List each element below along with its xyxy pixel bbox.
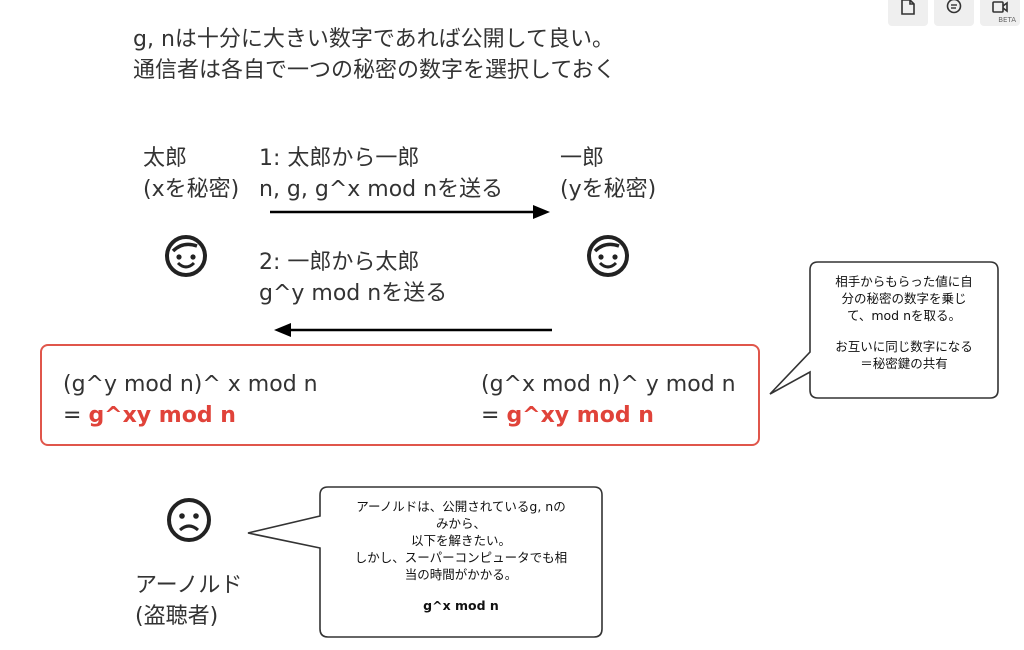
note-top-line: 相手からもらった値に自 (835, 274, 973, 289)
note-top-line: ＝秘密鍵の共有 (860, 356, 948, 371)
smile-face-icon (165, 235, 207, 277)
taro-label: 太郎 (xを秘密) (143, 143, 239, 205)
intro-line-2: 通信者は各自で一つの秘密の数字を選択しておく (133, 58, 616, 83)
note-bottom-text: アーノルドは、公開されているg, nの みから、 以下を解きたい。 しかし、スー… (322, 498, 600, 614)
note-bottom-line: しかし、スーパーコンピュータでも相 (354, 550, 568, 565)
step1-text: 1: 太郎から一郎 n, g, g^x mod nを送る (259, 143, 503, 205)
comment-icon (946, 0, 962, 14)
note-bottom-line: アーノルドは、公開されているg, nの (356, 499, 566, 514)
result-left-line2: = g^xy mod n (63, 400, 318, 431)
intro-text: g, nは十分に大きい数字であれば公開して良い。 通信者は各自で一つの秘密の数字… (133, 24, 616, 86)
result-left-value: g^xy mod n (88, 403, 236, 428)
step2-body: g^y mod nを送る (259, 281, 448, 306)
step2-text: 2: 一郎から太郎 g^y mod nを送る (259, 247, 447, 309)
video-icon (992, 1, 1008, 13)
note-top-line: 分の秘密の数字を乗じ (841, 291, 967, 306)
result-right-expr: (g^x mod n)^ y mod n (481, 372, 736, 397)
page-icon (901, 0, 915, 15)
arnold-role: (盗聴者) (135, 604, 219, 629)
arrow-right (270, 205, 550, 219)
beta-badge: BETA (998, 16, 1016, 24)
sad-face-icon (167, 498, 211, 542)
result-right-line2: = g^xy mod n (481, 400, 736, 431)
ichiro-secret: (yを秘密) (560, 177, 657, 202)
note-top-bubble (769, 261, 999, 399)
note-bottom-bubble (247, 486, 603, 638)
arnold-label: アーノルド (盗聴者) (135, 570, 242, 632)
result-box (40, 344, 760, 446)
step2-title: 2: 一郎から太郎 (259, 250, 420, 275)
arrow-left (274, 323, 552, 337)
result-left-eq: = (63, 403, 89, 428)
arnold-name: アーノルド (135, 573, 243, 598)
toolbar: BETA (888, 0, 1020, 26)
comment-button[interactable] (934, 0, 974, 26)
step1-title: 1: 太郎から一郎 (259, 146, 420, 171)
result-right: (g^x mod n)^ y mod n = g^xy mod n (481, 369, 736, 431)
note-top-line (812, 324, 996, 338)
result-left-expr: (g^y mod n)^ x mod n (63, 372, 318, 397)
note-bottom-line: みから、 (435, 516, 486, 531)
note-top-line: て、mod nを取る。 (846, 308, 962, 323)
taro-name: 太郎 (143, 146, 188, 171)
smile-face-icon (587, 235, 629, 277)
note-top-text: 相手からもらった値に自 分の秘密の数字を乗じ て、mod nを取る。 お互いに同… (812, 273, 996, 372)
page-button[interactable] (888, 0, 928, 26)
result-right-value: g^xy mod n (506, 403, 654, 428)
note-bottom-line: 当の時間がかかる。 (404, 567, 518, 582)
taro-secret: (xを秘密) (143, 177, 240, 202)
ichiro-name: 一郎 (560, 146, 605, 171)
intro-line-1: g, nは十分に大きい数字であれば公開して良い。 (133, 27, 615, 52)
step1-body: n, g, g^x mod nを送る (259, 177, 504, 202)
video-button[interactable]: BETA (980, 0, 1020, 26)
result-left: (g^y mod n)^ x mod n = g^xy mod n (63, 369, 318, 431)
note-top-line: お互いに同じ数字になる (835, 339, 973, 354)
note-bottom-formula: g^x mod n (423, 598, 499, 613)
note-bottom-line (322, 583, 600, 597)
result-right-eq: = (481, 403, 507, 428)
ichiro-label: 一郎 (yを秘密) (560, 143, 656, 205)
note-bottom-line: 以下を解きたい。 (410, 533, 511, 548)
